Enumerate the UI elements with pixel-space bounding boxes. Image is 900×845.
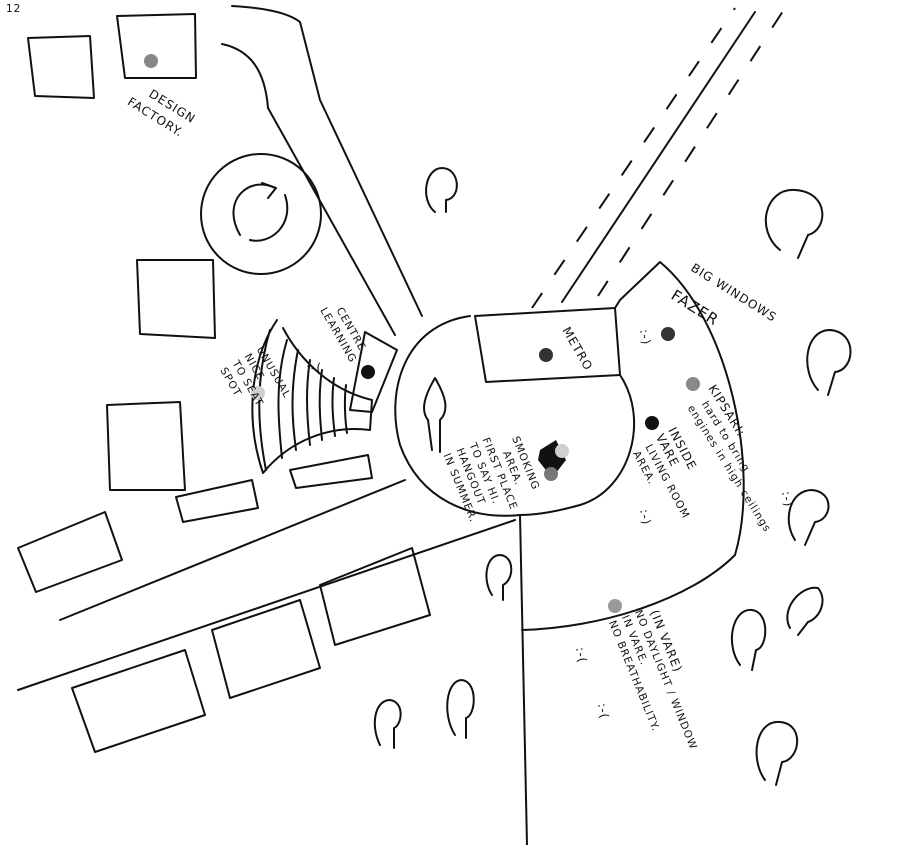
observation-dots: [144, 54, 700, 613]
path: [519, 514, 528, 845]
smiley-kipsari: :-): [779, 490, 796, 508]
road: [561, 11, 756, 303]
dot-in-vare: [608, 599, 622, 613]
building: [136, 259, 216, 339]
building: [319, 547, 431, 646]
smiley-fazer: :-): [637, 328, 654, 346]
dot-smoking-light: [555, 444, 569, 458]
dot-kipsari: [686, 377, 700, 391]
building: [71, 649, 206, 753]
tree-icon: [446, 679, 475, 739]
circular-arrow-icon: [232, 182, 289, 242]
road: [231, 5, 423, 317]
label-fazer: FAZER: [668, 286, 722, 329]
sad-face-learning: :-(: [306, 361, 322, 375]
tree-icon: [806, 329, 852, 396]
stairs: [251, 319, 373, 474]
tree-icon: [373, 699, 402, 749]
tree-icon: [730, 608, 767, 671]
page-number: 12: [6, 3, 21, 15]
trees: [373, 167, 852, 786]
road: [221, 43, 396, 336]
dashed-road-line: [597, 7, 786, 297]
inside-vare-wall: [519, 374, 635, 516]
tree-icon: [755, 720, 799, 786]
tree-icon: [425, 167, 458, 213]
tree-icon: [485, 554, 513, 601]
metro-building: [474, 307, 621, 383]
road: [17, 519, 516, 691]
building: [289, 454, 373, 489]
vare-outer-wall: [521, 261, 745, 631]
dot-fazer: [661, 327, 675, 341]
label-smoking-area: SMOKING AREA. FIRST PLACE TO SAY HI. HAN…: [441, 435, 542, 525]
dot-smoking-grey: [544, 467, 558, 481]
label-metro: METRO: [559, 325, 595, 374]
building: [175, 479, 259, 523]
building: [17, 511, 123, 593]
roundabout: [200, 153, 322, 275]
label-learning-centre: LEARNING CENTRE: [317, 305, 368, 365]
road: [59, 479, 406, 621]
building: [27, 35, 95, 99]
tree-icon: [764, 188, 824, 259]
sad-face-in-vare: :-(: [595, 702, 612, 720]
label-design-factory: DESIGN FACTORY.: [125, 87, 198, 140]
dot-spot-to-seat: [251, 386, 265, 400]
building: [106, 401, 186, 491]
central-semicircle-building: [394, 315, 521, 517]
sad-face-in-vare: :-(: [573, 646, 590, 664]
dashed-road-line: [531, 7, 736, 309]
tree-icon: [786, 586, 824, 636]
smiley-vare: :-): [637, 508, 654, 526]
dot-vare-inside: [645, 416, 659, 430]
dot-metro: [539, 348, 553, 362]
design-factory-building: [116, 13, 197, 79]
building: [211, 599, 321, 699]
tree-arrow: [423, 377, 447, 453]
learning-centre-building: [349, 331, 398, 413]
label-kipsari: KIPSARI: hard to bring engines in high c…: [685, 382, 773, 534]
label-in-vare: (IN VARE) NO DAYLIGHT / WINDOW IN VARE. …: [606, 608, 699, 752]
dot-learning-centre: [361, 365, 375, 379]
tree-icon: [787, 489, 830, 546]
dot-design-factory: [144, 54, 158, 68]
